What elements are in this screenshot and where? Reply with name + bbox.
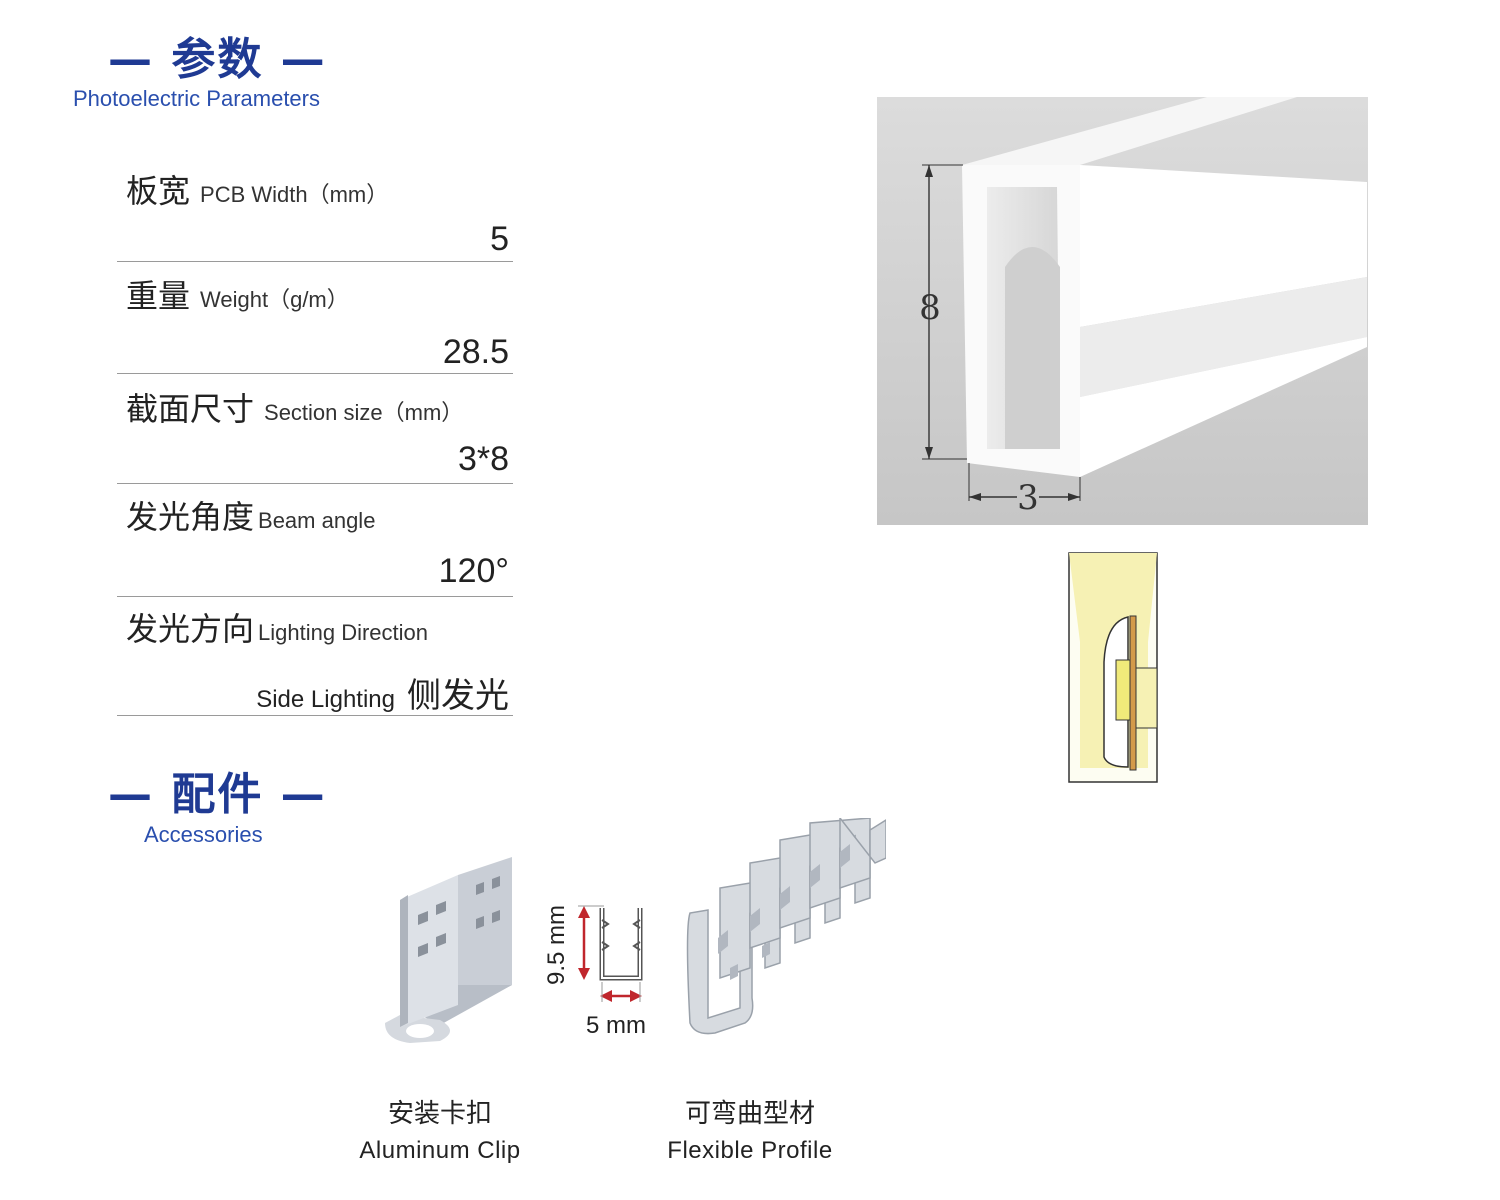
clip-dimension-svg: 9.5 mm 5 mm <box>543 905 646 1039</box>
aluminum-clip-image <box>380 855 515 1045</box>
params-section-subtitle: Photoelectric Parameters <box>73 86 320 111</box>
param-row-pcb-width: 板宽 PCB Width（mm） 5 <box>117 160 513 264</box>
param-divider <box>117 596 513 597</box>
param-label: 板宽 PCB Width（mm） <box>126 166 388 212</box>
param-value: 3*8 <box>457 440 509 478</box>
param-label-en: Weight（g/m） <box>200 287 349 312</box>
accessory-caption-en: Flexible Profile <box>667 1137 833 1164</box>
cross-section-svg <box>1068 552 1158 783</box>
profile-height-label: 8 <box>919 288 941 328</box>
param-label-zh: 发光角度 <box>126 498 255 536</box>
accessories-section-subtitle: Accessories <box>144 822 263 847</box>
flexible-profile-svg <box>686 815 887 1035</box>
param-divider <box>117 261 513 262</box>
param-value-zh: 侧发光 <box>407 676 509 716</box>
param-label-en: Section size（mm） <box>264 400 464 425</box>
param-divider <box>117 483 513 484</box>
profile-3d-drawing: 8 3 <box>877 97 1368 525</box>
clip-width-label: 5 mm <box>586 1012 646 1039</box>
param-value: 28.5 <box>442 333 509 371</box>
param-value: 120° <box>438 552 509 590</box>
param-value: 5 <box>490 220 509 258</box>
accessories-section-title: — 配件 — <box>108 769 327 820</box>
param-label-zh: 截面尺寸 <box>126 390 255 428</box>
aluminum-clip-svg <box>385 857 512 1043</box>
param-row-weight: 重量 Weight（g/m） 28.5 <box>117 265 513 375</box>
param-label-en: PCB Width（mm） <box>200 182 389 207</box>
accessory-caption-zh: 可弯曲型材 <box>684 1099 815 1129</box>
param-label: 截面尺寸 Section size（mm） <box>126 384 463 430</box>
cross-section-drawing <box>1068 552 1158 785</box>
param-label-zh: 重量 <box>126 277 191 315</box>
param-label-zh: 板宽 <box>126 172 191 210</box>
profile-width-label: 3 <box>1017 478 1039 518</box>
accessory-caption-en: Aluminum Clip <box>359 1137 521 1164</box>
param-row-section-size: 截面尺寸 Section size（mm） 3*8 <box>117 378 513 486</box>
params-section-title: — 参数 — <box>108 34 327 85</box>
param-value-en: Side Lighting <box>256 686 395 713</box>
param-label-en: Lighting Direction <box>258 620 428 645</box>
param-value: Side Lighting 侧发光 <box>256 668 509 717</box>
accessory-caption-zh: 安装卡扣 <box>387 1099 492 1129</box>
clip-height-label: 9.5 mm <box>543 905 570 985</box>
param-label-en: Beam angle <box>258 508 376 533</box>
param-divider <box>117 373 513 374</box>
clip-dimension-drawing: 9.5 mm 5 mm <box>540 890 660 1040</box>
param-divider <box>117 715 513 716</box>
param-label-zh: 发光方向 <box>126 610 255 648</box>
profile-3d-svg: 8 3 <box>877 97 1368 525</box>
flexible-profile-image <box>680 815 887 1038</box>
param-label: 重量 Weight（g/m） <box>126 271 349 317</box>
